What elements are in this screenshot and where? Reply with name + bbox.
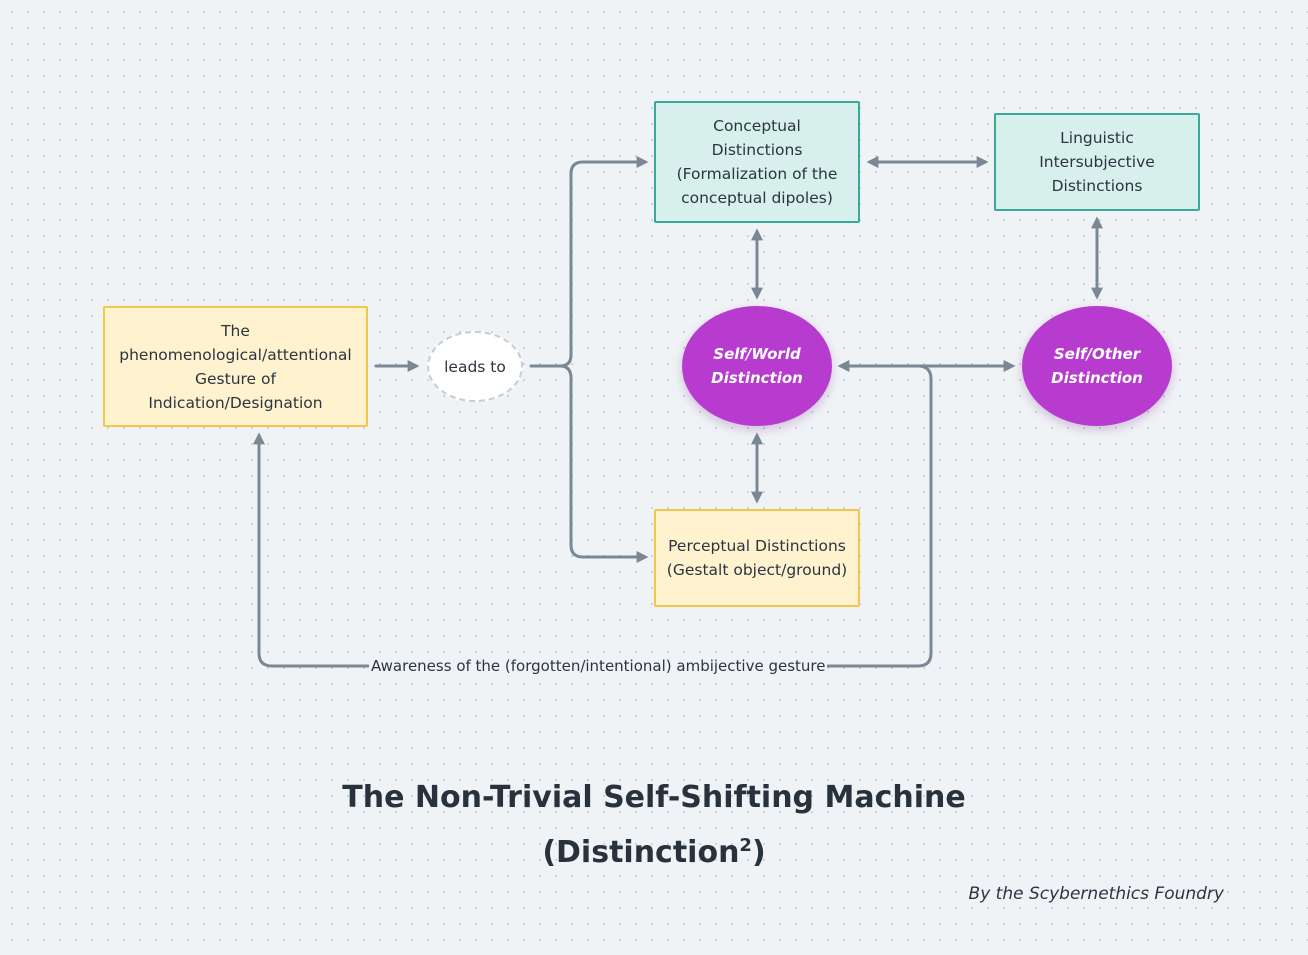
diagram-title: The Non-Trivial Self-Shifting Machine (D… [0,774,1308,877]
title-superscript: 2 [739,835,752,856]
gesture-node[interactable]: The phenomenological/attentional Gesture… [103,306,368,427]
edge-awareness-loop [253,364,933,668]
title-line-2-text: (Distinction [542,835,740,870]
self-other-label: Self/Other Distinction [1051,345,1143,387]
title-line-1: The Non-Trivial Self-Shifting Machine [342,780,966,815]
perceptual-distinctions-node[interactable]: Perceptual Distinctions (Gestalt object/… [654,509,860,607]
edge-leads-to-conceptual [529,156,649,368]
gesture-label: The phenomenological/attentional Gesture… [119,321,352,412]
leads-to-label: leads to [444,357,506,376]
conceptual-distinctions-label: Conceptual Distinctions (Formalization o… [676,117,838,207]
perceptual-distinctions-label: Perceptual Distinctions (Gestalt object/… [666,537,848,579]
credit-text: By the Scybernethics Foundry [968,884,1224,904]
linguistic-distinctions-label: Linguistic Intersubjective Distinctions [1039,129,1155,195]
self-other-node[interactable]: Self/Other Distinction [1022,306,1172,426]
linguistic-distinctions-node[interactable]: Linguistic Intersubjective Distinctions [994,113,1200,211]
self-world-label: Self/World Distinction [711,345,803,387]
conceptual-distinctions-node[interactable]: Conceptual Distinctions (Formalization o… [654,101,860,223]
title-line-2: (Distinction2) [0,822,1308,877]
title-line-2-close: ) [751,835,766,870]
awareness-edge-label: Awareness of the (forgotten/intentional)… [369,656,828,676]
leads-to-node[interactable]: leads to [427,331,523,402]
edge-leads-to-perceptual [558,364,649,563]
self-world-node[interactable]: Self/World Distinction [682,306,832,426]
